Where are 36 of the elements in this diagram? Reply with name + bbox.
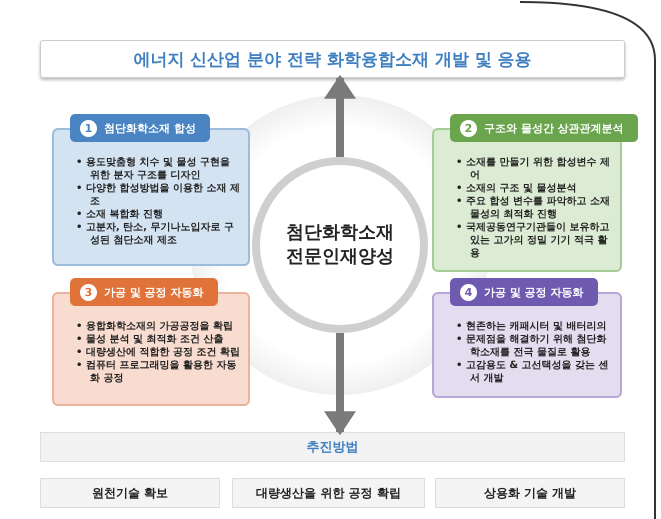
bullet-item: • 고분자, 탄소, 무기나노입자로 구성된 첨단소재 제조 — [76, 221, 235, 247]
box-text: 에너지 신산업 분야 전략 화학융합소재 개발 및 응용 — [133, 48, 532, 70]
number-badge: 4 — [460, 284, 477, 300]
card-heading: 구조와 물성간 상관관계분석 — [484, 120, 624, 136]
method-box — [40, 478, 220, 508]
center-text: 첨단화학소재 전문인재양성 — [285, 221, 395, 269]
box-text: 대량생산을 위한 공정 확립 — [256, 484, 401, 502]
card-heading: 가공 및 공정 자동화 — [484, 284, 584, 300]
method-box — [232, 478, 425, 508]
number-badge: 2 — [460, 120, 477, 136]
bullet-item: • 문제점을 해결하기 위해 첨단화학소재를 전극 물질로 활용 — [456, 333, 608, 359]
number-badge: 3 — [80, 284, 97, 300]
bullet-item: • 소재를 만들기 위한 합성변수 제어 — [456, 156, 611, 182]
bullet-item: • 소재의 구조 및 물성분석 — [456, 182, 578, 195]
arrow — [324, 333, 356, 436]
bullet-item: • 융합화학소재의 가공공정을 확립 — [76, 320, 234, 333]
box-text: 추진방법 — [306, 439, 358, 456]
method-header-box — [40, 432, 625, 462]
bullet-item: • 주요 합성 변수를 파악하고 소재 물성의 최적화 진행 — [456, 195, 611, 221]
goal-box — [40, 40, 625, 78]
method-box — [435, 478, 625, 508]
bullet-item: • 컴퓨터 프로그래밍을 활용한 자동화 공정 — [76, 359, 238, 385]
bullet-item: • 용도맞춤형 치수 및 물성 구현을 위한 분자 구조를 디자인 — [76, 156, 231, 182]
bullet-item: • 다양한 합성방법을 이용한 소재 제조 — [76, 182, 241, 208]
card-heading: 첨단화학소재 합성 — [104, 120, 196, 136]
arrow — [324, 74, 356, 157]
bullet-item: • 소재 복합화 진행 — [76, 208, 164, 221]
bullet-item: • 대량생산에 적합한 공정 조건 확립 — [76, 346, 241, 359]
bullet-item: • 물성 분석 및 최적화 조건 산출 — [76, 333, 224, 346]
bullet-item: • 고감용도 & 고선택성을 갖는 센서 개발 — [456, 359, 610, 385]
box-text: 상용화 기술 개발 — [484, 484, 576, 502]
box-text: 원천기술 확보 — [92, 484, 168, 502]
card-heading: 가공 및 공정 자동화 — [104, 284, 204, 300]
number-badge: 1 — [80, 120, 97, 136]
bullet-item: • 현존하는 캐패시터 및 배터리의 — [456, 320, 608, 333]
bullet-item: • 국제공동연구기관들이 보유하고 있는 고가의 정밀 기기 적극 활용 — [456, 221, 610, 260]
